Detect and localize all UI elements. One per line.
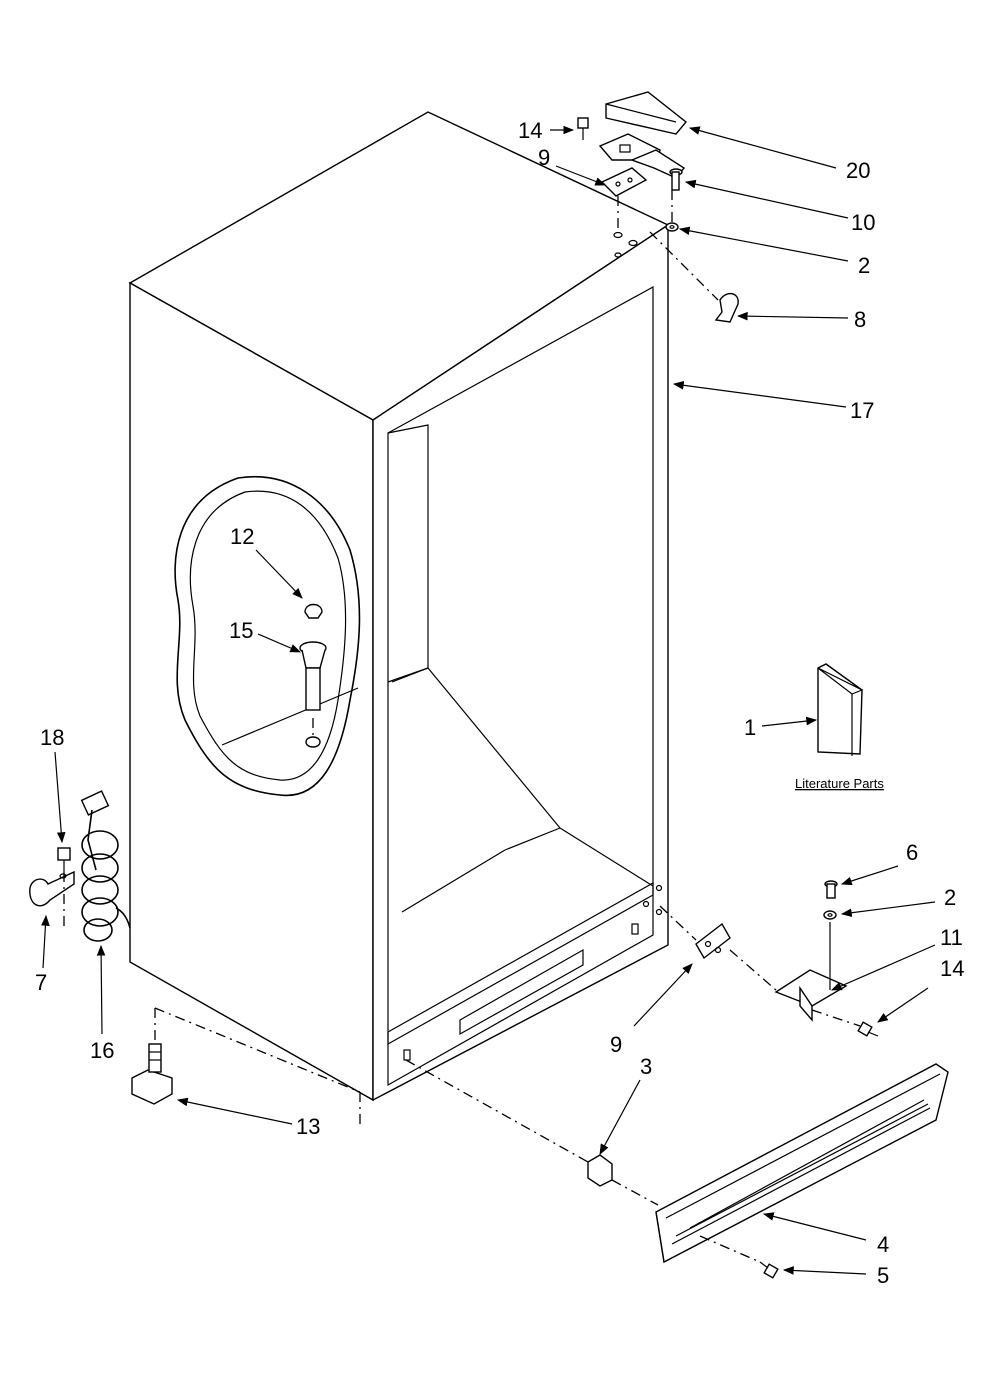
callout-9-top: 9: [538, 145, 550, 170]
callout-7: 7: [35, 970, 47, 995]
part-14-screw-top: [577, 117, 589, 140]
callout-13: 13: [296, 1114, 320, 1139]
part-6-pin: [824, 880, 838, 899]
callout-20: 20: [846, 158, 870, 183]
literature-book: [817, 663, 864, 756]
callout-2-top: 2: [858, 253, 870, 278]
part-2-washer-top: [665, 222, 679, 232]
part-7-clamp: [29, 870, 75, 907]
callout-17: 17: [850, 398, 874, 423]
callout-14-bottom: 14: [940, 956, 964, 981]
callout-5: 5: [877, 1263, 889, 1288]
part-3-clip: [587, 1154, 613, 1187]
part-9-shim-bottom: [695, 922, 731, 960]
callout-18: 18: [40, 725, 64, 750]
callout-9-bottom: 9: [610, 1032, 622, 1057]
callout-4: 4: [877, 1232, 889, 1257]
part-16-power-cord: [80, 790, 131, 942]
part-18-screw: [57, 847, 71, 872]
part-11-bottom-hinge: [774, 922, 848, 1022]
leader-arrows: [41, 125, 936, 1275]
callout-16: 16: [90, 1038, 114, 1063]
assembly-lines: [63, 190, 861, 1263]
part-20-hinge-cover: [605, 91, 687, 135]
part-13-leveling-leg: [131, 1043, 173, 1105]
callout-2-bottom: 2: [944, 885, 956, 910]
part-5-screw: [759, 1261, 779, 1279]
callout-14-top: 14: [518, 118, 542, 143]
cabinet: [128, 111, 670, 1102]
callout-3: 3: [640, 1054, 652, 1079]
part-14-screw-bottom: [857, 1021, 879, 1037]
callout-12: 12: [230, 524, 254, 549]
callout-15: 15: [229, 618, 253, 643]
callout-10: 10: [851, 210, 875, 235]
callout-6: 6: [906, 840, 918, 865]
literature-parts-label: Literature Parts: [795, 776, 884, 791]
callout-labels: 20 14 9 10 2 8 17 12 15 1 Literature Par…: [35, 118, 964, 1288]
cutaway-view: [174, 476, 361, 797]
callout-8: 8: [854, 307, 866, 332]
part-12-plug: [304, 603, 323, 619]
part-4-toe-grille: [655, 1063, 949, 1264]
part-10-hinge-pin: [669, 168, 683, 191]
part-2-washer-bottom: [823, 910, 837, 920]
part-9-shim-top: [600, 167, 648, 197]
part-8-door-stop: [714, 293, 739, 323]
callout-1: 1: [744, 715, 756, 740]
callout-11: 11: [940, 925, 963, 950]
part-15-drain-tube: [299, 641, 327, 748]
